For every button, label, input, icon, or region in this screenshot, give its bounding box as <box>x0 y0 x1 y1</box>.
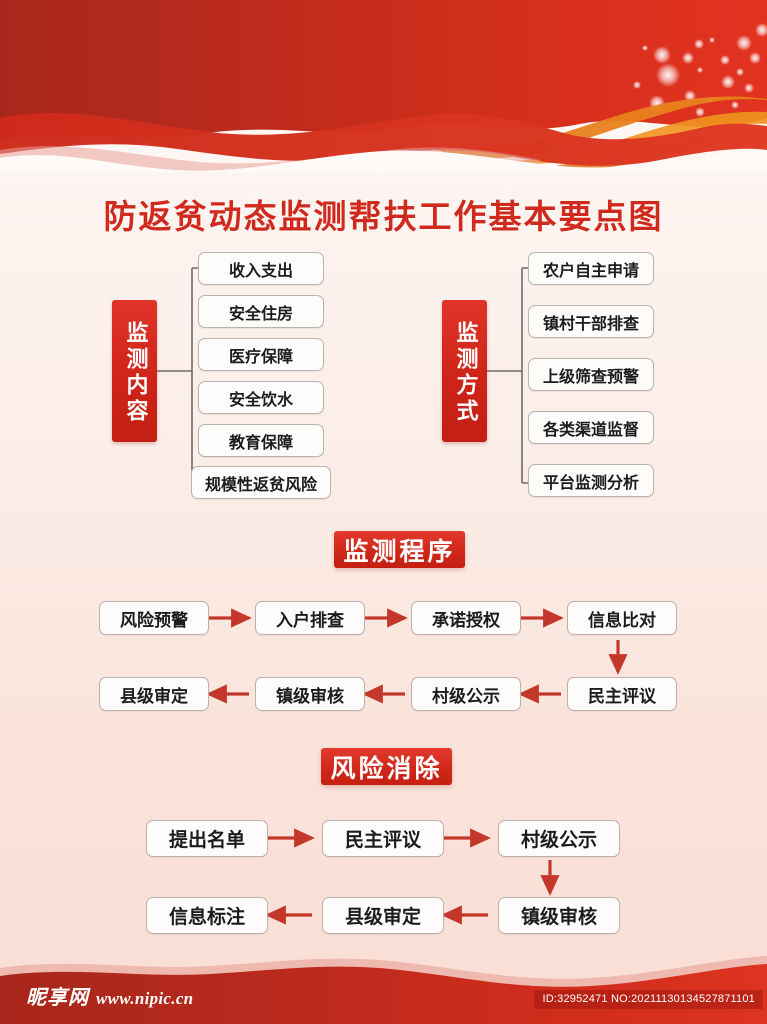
risk-step[interactable]: 民主评议 <box>322 820 444 857</box>
risk-step[interactable]: 镇级审核 <box>498 897 620 934</box>
brand-url: www.nipic.cn <box>96 989 194 1008</box>
procedure-step[interactable]: 风险预警 <box>99 601 209 635</box>
footer-bar: 昵享网 www.nipic.cn ID:32952471 NO:20211130… <box>0 952 767 1024</box>
page-title: 防返贫动态监测帮扶工作基本要点图 <box>103 197 664 236</box>
risk-step[interactable]: 信息标注 <box>146 897 268 934</box>
monitor-content-label: 监测内容 <box>112 300 157 442</box>
procedure-step[interactable]: 民主评议 <box>567 677 677 711</box>
risk-step[interactable]: 县级审定 <box>322 897 444 934</box>
risk-step[interactable]: 提出名单 <box>146 820 268 857</box>
header-wave-graphic <box>0 0 767 172</box>
footer-wave-graphic <box>0 956 767 1024</box>
header-decoration <box>0 0 767 172</box>
procedure-step[interactable]: 县级审定 <box>99 677 209 711</box>
monitor-method-item[interactable]: 上级筛查预警 <box>528 358 654 391</box>
monitor-content-item[interactable]: 收入支出 <box>198 252 324 285</box>
procedure-step[interactable]: 镇级审核 <box>255 677 365 711</box>
monitor-method-item[interactable]: 平台监测分析 <box>528 464 654 497</box>
site-brand: 昵享网 www.nipic.cn <box>26 981 193 1010</box>
risk-removal-banner: 风险消除 <box>321 748 452 785</box>
procedure-step[interactable]: 村级公示 <box>411 677 521 711</box>
procedure-step[interactable]: 入户排查 <box>255 601 365 635</box>
risk-step[interactable]: 村级公示 <box>498 820 620 857</box>
procedure-step[interactable]: 信息比对 <box>567 601 677 635</box>
monitor-content-item[interactable]: 教育保障 <box>198 424 324 457</box>
monitor-method-item[interactable]: 各类渠道监督 <box>528 411 654 444</box>
monitor-procedure-banner: 监测程序 <box>334 531 465 568</box>
monitor-method-item[interactable]: 农户自主申请 <box>528 252 654 285</box>
monitor-content-item[interactable]: 医疗保障 <box>198 338 324 371</box>
monitor-content-item[interactable]: 安全饮水 <box>198 381 324 414</box>
monitor-method-item[interactable]: 镇村干部排查 <box>528 305 654 338</box>
asset-id-tag: ID:32952471 NO:20211130134527871101 <box>534 990 763 1009</box>
monitor-method-label: 监测方式 <box>442 300 487 442</box>
procedure-step[interactable]: 承诺授权 <box>411 601 521 635</box>
brand-name-cn: 昵享网 <box>26 985 89 1009</box>
monitor-content-item[interactable]: 安全住房 <box>198 295 324 328</box>
monitor-content-item[interactable]: 规模性返贫风险 <box>191 466 331 499</box>
